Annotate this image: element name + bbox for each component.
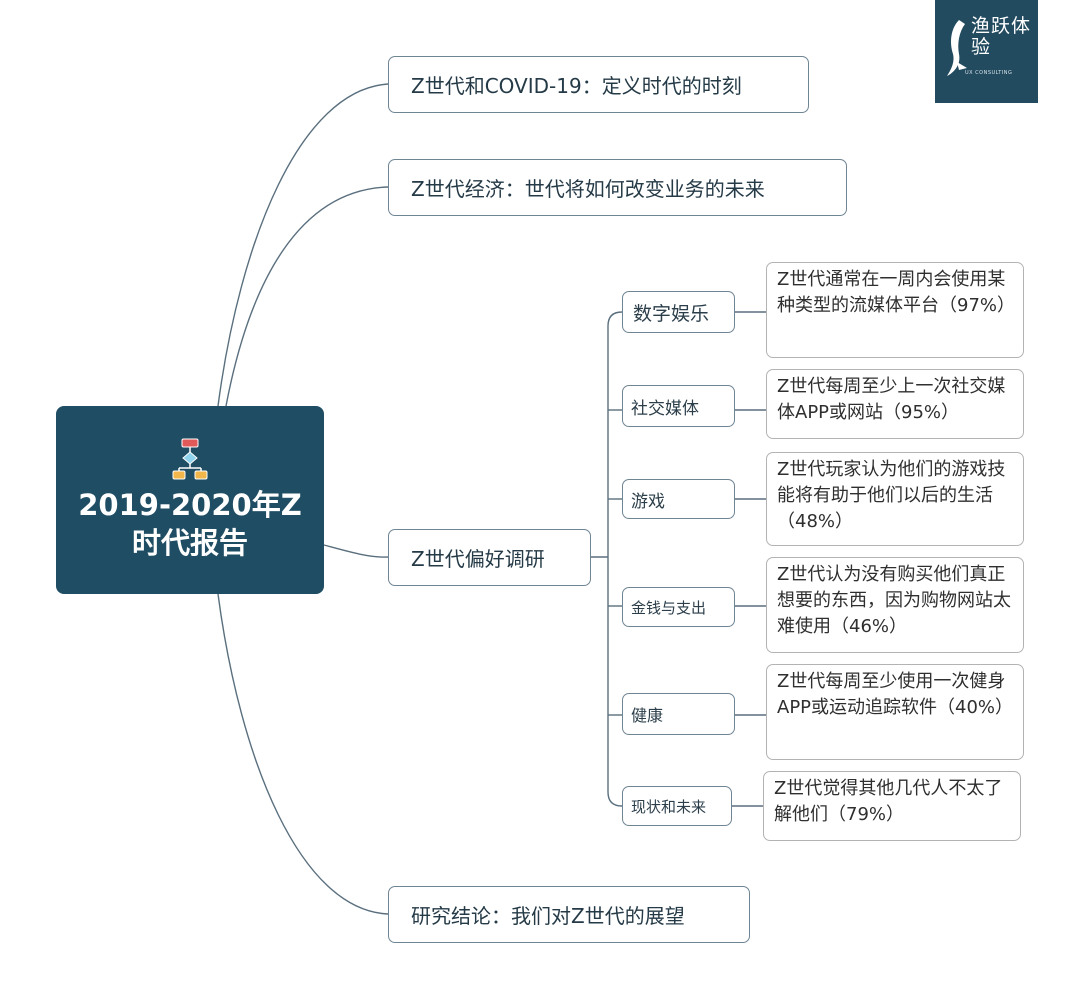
subtopic-social-media[interactable]: 社交媒体 [622,385,735,427]
connector-root-to-covid [217,83,389,407]
detail-text: Z世代认为没有购买他们真正想要的东西，因为购物网站太难使用（46%） [777,564,1011,637]
subtopic-health[interactable]: 健康 [622,693,735,735]
detail-social-media[interactable]: Z世代每周至少上一次社交媒体APP或网站（95%） [766,369,1024,439]
topic-conclusion-label: 研究结论：我们对Z世代的展望 [411,904,685,928]
connector-root-to-conclusion [217,593,389,915]
topic-conclusion[interactable]: 研究结论：我们对Z世代的展望 [388,886,750,943]
subtopic-label: 数字娱乐 [633,302,710,325]
topic-economy-label: Z世代经济：世代将如何改变业务的未来 [411,177,765,201]
detail-text: Z世代每周至少使用一次健身APP或运动追踪软件（40%） [777,671,1014,718]
subtopic-label: 健康 [631,706,664,725]
logo-text: 渔跃体验 [971,15,1032,58]
subtopic-label: 金钱与支出 [631,598,707,617]
flowchart-icon [172,438,208,480]
topic-covid-label: Z世代和COVID-19：定义时代的时刻 [411,74,742,98]
detail-digital-entertainment[interactable]: Z世代通常在一周内会使用某种类型的流媒体平台（97%） [766,262,1024,358]
root-title: 2019-2020年Z时代报告 [78,488,302,560]
detail-text: Z世代通常在一周内会使用某种类型的流媒体平台（97%） [777,269,1016,316]
topic-covid[interactable]: Z世代和COVID-19：定义时代的时刻 [388,56,809,113]
subtopic-label: 现状和未来 [631,797,707,816]
connector-root-to-preferences [323,544,389,558]
subtopic-money-spending[interactable]: 金钱与支出 [622,587,735,627]
root-topic[interactable]: 2019-2020年Z时代报告 [56,406,324,594]
detail-text: Z世代觉得其他几代人不太了解他们（79%） [774,778,1003,825]
subtopic-label: 游戏 [631,491,665,512]
detail-games[interactable]: Z世代玩家认为他们的游戏技能将有助于他们以后的生活（48%） [766,452,1024,546]
subtopic-label: 社交媒体 [631,398,699,419]
logo-subtext: UX CONSULTING [965,70,1013,76]
topic-economy[interactable]: Z世代经济：世代将如何改变业务的未来 [388,159,847,216]
subtopic-digital-entertainment[interactable]: 数字娱乐 [622,291,735,333]
brand-logo: 渔跃体验 UX CONSULTING [935,0,1038,103]
detail-text: Z世代每周至少上一次社交媒体APP或网站（95%） [777,376,1006,423]
connector-preference-bracket [607,311,623,807]
subtopic-present-future[interactable]: 现状和未来 [622,786,732,826]
dolphin-logo-icon [947,20,967,76]
topic-preferences[interactable]: Z世代偏好调研 [388,529,591,586]
detail-money-spending[interactable]: Z世代认为没有购买他们真正想要的东西，因为购物网站太难使用（46%） [766,557,1024,653]
subtopic-games[interactable]: 游戏 [622,479,735,519]
detail-text: Z世代玩家认为他们的游戏技能将有助于他们以后的生活（48%） [777,459,1006,532]
detail-present-future[interactable]: Z世代觉得其他几代人不太了解他们（79%） [763,771,1021,841]
detail-health[interactable]: Z世代每周至少使用一次健身APP或运动追踪软件（40%） [766,664,1024,760]
topic-preferences-label: Z世代偏好调研 [411,547,545,571]
connector-root-to-economy [225,186,389,407]
